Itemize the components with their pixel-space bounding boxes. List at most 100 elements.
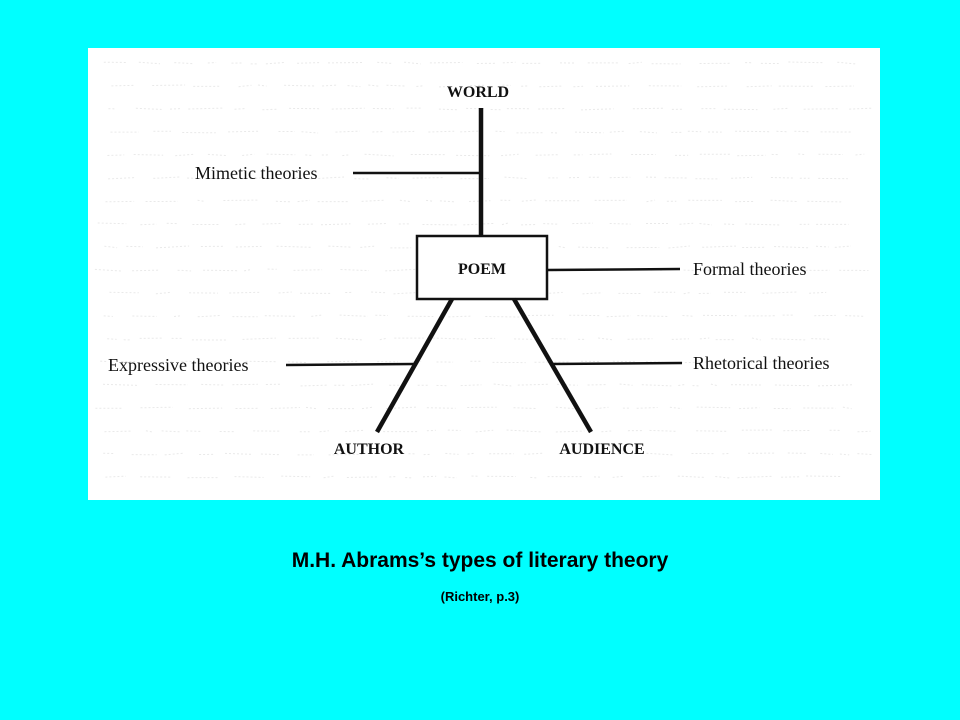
caption-source: (Richter, p.3) <box>440 589 520 604</box>
scan-texture-stroke <box>235 223 246 226</box>
scan-texture-stroke <box>745 223 781 226</box>
scan-texture-stroke <box>340 269 369 272</box>
scan-texture-stroke <box>104 245 118 249</box>
scan-texture-stroke <box>683 291 692 295</box>
rhetorical-connector <box>550 361 683 366</box>
scan-texture-stroke <box>773 107 788 110</box>
scan-texture-stroke <box>735 130 770 133</box>
scan-texture-stroke <box>678 384 686 386</box>
scan-texture-stroke <box>699 223 712 226</box>
scan-texture-stroke <box>320 223 351 226</box>
scan-texture-stroke <box>207 62 217 64</box>
audience-label: AUDIENCE <box>559 441 644 458</box>
scan-texture-stroke <box>697 85 727 88</box>
diagram-panel: WORLD POEM AUTHOR AUDIENCE Mimetic theor… <box>88 48 880 500</box>
scan-texture-stroke <box>385 268 419 272</box>
scan-texture-stroke <box>612 475 624 478</box>
scan-texture-stroke <box>468 200 491 202</box>
scan-texture-stroke <box>392 130 415 133</box>
scan-texture-stroke <box>416 85 423 87</box>
scan-texture-stroke <box>345 429 365 433</box>
abrams-diagram: WORLD POEM AUTHOR AUDIENCE Mimetic theor… <box>94 61 873 479</box>
scan-texture-stroke <box>103 315 113 317</box>
scan-texture-stroke <box>811 338 830 340</box>
scan-texture-stroke <box>798 153 805 155</box>
scan-texture-stroke <box>301 131 319 134</box>
scan-texture-stroke <box>573 85 584 88</box>
scan-texture-stroke <box>145 430 153 433</box>
scan-texture-stroke <box>412 177 444 179</box>
scan-texture-stroke <box>475 429 494 433</box>
scan-texture-stroke <box>300 384 328 387</box>
scan-texture-stroke <box>426 407 456 409</box>
scan-texture-stroke <box>265 61 286 65</box>
scan-texture-stroke <box>293 269 323 271</box>
scan-texture-stroke <box>188 407 223 410</box>
scan-texture-stroke <box>155 291 171 295</box>
scan-texture-stroke <box>506 429 541 433</box>
scan-texture-stroke <box>774 246 810 249</box>
scan-texture-stroke <box>169 108 183 110</box>
scan-texture-stroke <box>806 475 842 477</box>
scan-texture-stroke <box>460 384 482 387</box>
scan-texture-stroke <box>627 338 653 340</box>
scan-texture-stroke <box>857 453 873 456</box>
scan-texture-stroke <box>671 338 690 340</box>
scan-texture-stroke <box>612 360 637 363</box>
scan-texture-stroke <box>788 61 824 64</box>
scan-texture-stroke <box>632 107 663 110</box>
scan-texture-stroke <box>637 315 669 317</box>
scan-texture-stroke <box>244 269 252 272</box>
scan-texture-stroke <box>530 476 538 479</box>
scan-texture-stroke <box>817 384 853 387</box>
scan-texture-stroke <box>207 153 227 157</box>
author-label: AUTHOR <box>334 441 405 458</box>
scan-texture-stroke <box>426 199 433 202</box>
scan-texture-stroke <box>305 154 312 156</box>
scan-texture-stroke <box>242 153 255 156</box>
scan-texture-stroke <box>138 61 161 65</box>
scan-texture-stroke <box>351 383 374 387</box>
scan-texture-stroke <box>807 200 842 203</box>
scan-texture-stroke <box>109 291 139 294</box>
scan-texture-stroke <box>257 84 267 87</box>
scan-texture-stroke <box>580 108 614 111</box>
scan-texture-stroke <box>238 84 252 88</box>
scan-texture-stroke <box>438 108 459 111</box>
scan-texture-stroke <box>646 452 674 456</box>
scan-texture-stroke <box>173 315 181 317</box>
scan-texture-stroke <box>572 222 594 225</box>
scan-texture-stroke <box>270 407 300 409</box>
mimetic-theories-label: Mimetic theories <box>195 163 317 183</box>
scan-texture-stroke <box>669 406 683 410</box>
scan-texture-stroke <box>426 429 436 432</box>
scan-texture-stroke <box>153 176 180 179</box>
scan-texture-stroke <box>460 130 481 133</box>
scan-texture-stroke <box>649 429 677 432</box>
scan-texture-stroke <box>100 360 109 363</box>
scan-texture-stroke <box>264 315 295 317</box>
scan-texture-stroke <box>687 130 702 133</box>
scan-texture-stroke <box>322 84 337 87</box>
scan-texture-stroke <box>696 406 731 409</box>
scan-texture-stroke <box>493 383 512 387</box>
scan-texture-stroke <box>328 245 353 248</box>
scan-texture-stroke <box>556 383 578 386</box>
scan-texture-stroke <box>751 337 761 341</box>
scan-texture-stroke <box>310 176 345 180</box>
scan-texture-stroke <box>281 475 311 478</box>
scan-texture-stroke <box>639 131 658 134</box>
scan-texture-stroke <box>287 361 308 364</box>
scan-texture-stroke <box>589 153 612 155</box>
scan-texture-stroke <box>347 85 361 88</box>
scan-texture-stroke <box>297 199 311 203</box>
scan-texture-stroke <box>809 291 827 294</box>
scan-texture-stroke <box>94 268 122 272</box>
caption-title: M.H. Abrams’s types of literary theory <box>291 549 669 572</box>
scan-texture-stroke <box>845 315 864 317</box>
scan-texture-stroke <box>803 108 839 110</box>
scan-texture-stroke <box>609 176 631 179</box>
poem-box <box>415 234 549 301</box>
scan-texture-stroke <box>404 61 421 65</box>
scan-texture-stroke <box>331 107 365 110</box>
